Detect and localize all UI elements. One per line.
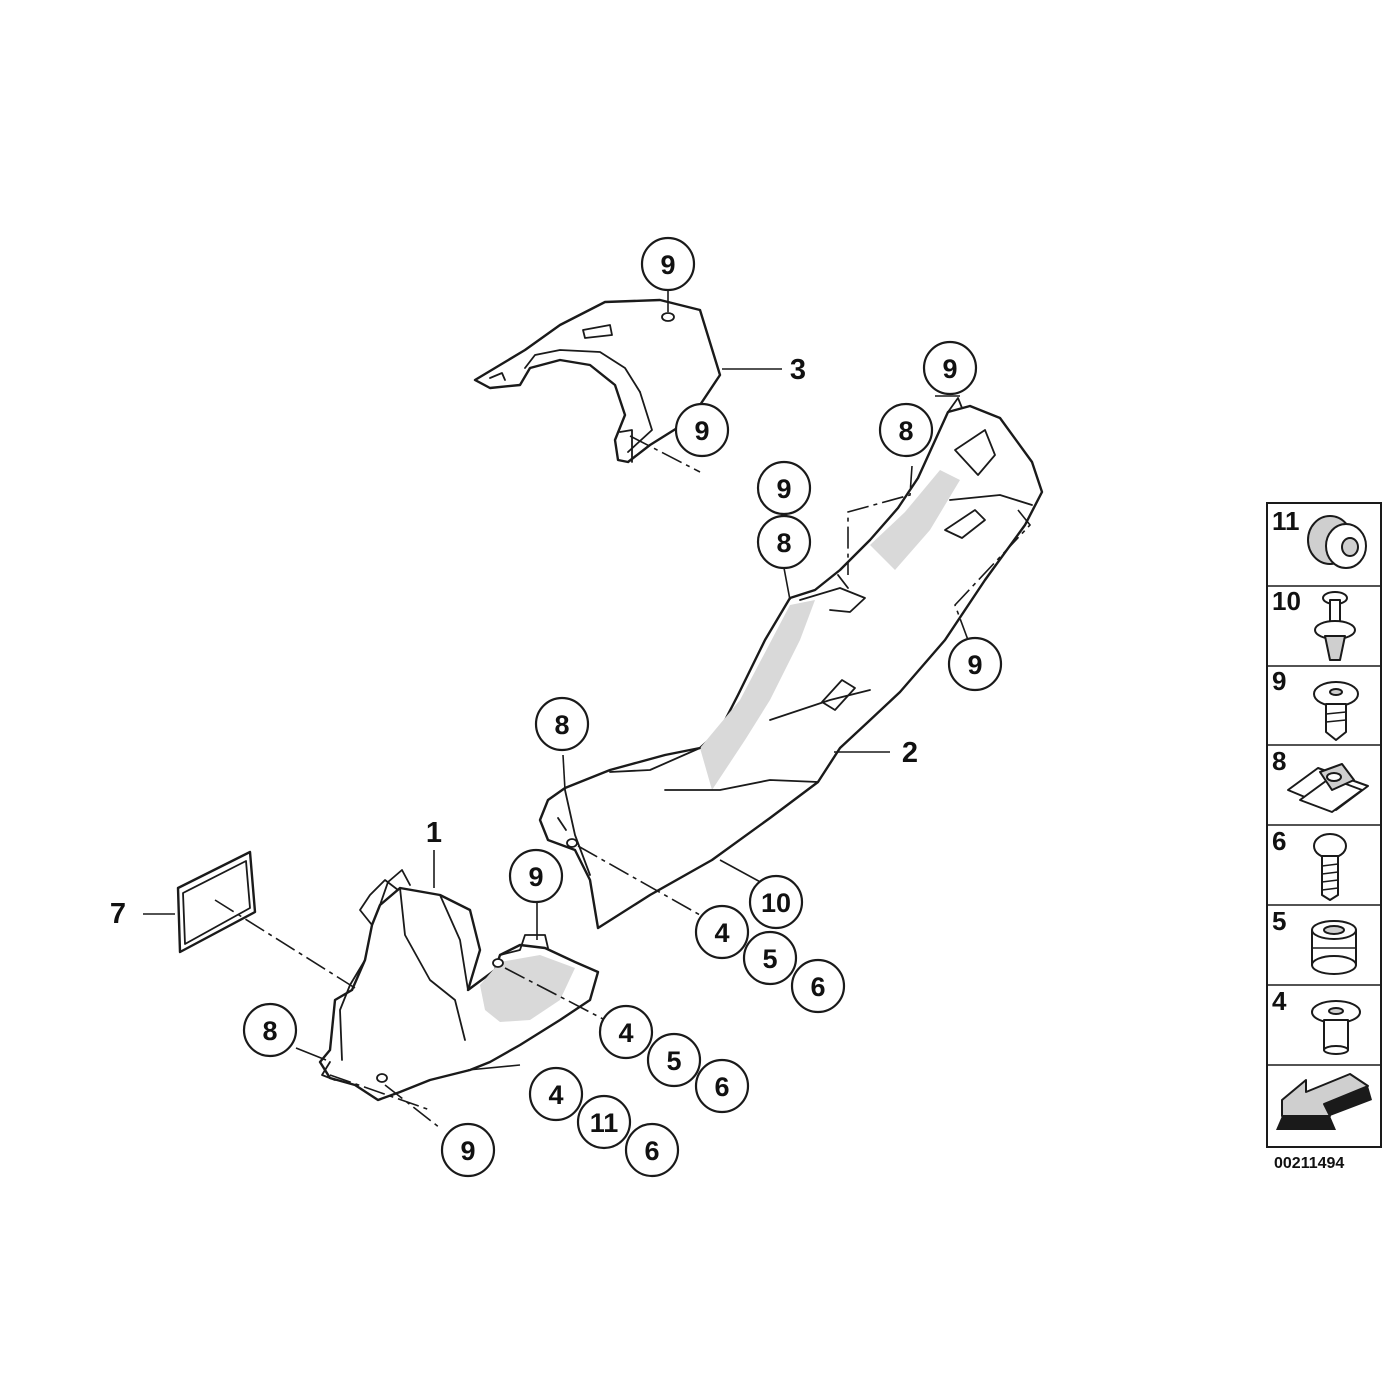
spacer-icon [1311, 1000, 1361, 1055]
bushing-icon [1311, 920, 1357, 975]
grommet-icon [1307, 515, 1367, 569]
svg-text:3: 3 [790, 354, 806, 386]
callout-9-cover-tab[interactable]: 9 [674, 402, 730, 458]
callout-9-panel-right[interactable]: 9 [947, 636, 1003, 692]
callout-1[interactable]: 1 [426, 817, 442, 849]
callout-9-bottom[interactable]: 9 [440, 1122, 496, 1178]
callout-6-lower-group[interactable]: 6 [624, 1122, 680, 1178]
callout-9-panel-top[interactable]: 9 [922, 340, 978, 396]
svg-text:1: 1 [426, 817, 442, 849]
callout-10[interactable]: 10 [748, 874, 804, 930]
svg-text:4: 4 [714, 918, 729, 948]
svg-text:9: 9 [528, 862, 543, 892]
svg-text:9: 9 [942, 354, 957, 384]
legend-item-10: 10 [1272, 586, 1356, 661]
callout-9-lower-tab[interactable]: 9 [508, 848, 564, 904]
callout-4-upper-group[interactable]: 4 [694, 904, 750, 960]
callout-6-upper-group[interactable]: 6 [790, 958, 846, 1014]
svg-text:9: 9 [1272, 666, 1286, 696]
callout-2[interactable]: 2 [902, 737, 918, 769]
svg-text:7: 7 [110, 898, 126, 930]
part-3-upper-cover [473, 298, 722, 464]
svg-text:5: 5 [666, 1046, 681, 1076]
svg-text:8: 8 [554, 710, 569, 740]
direction-arrow-icon [1276, 1073, 1372, 1130]
svg-text:10: 10 [761, 888, 791, 918]
svg-text:5: 5 [1272, 906, 1286, 936]
fastener-legend: 11 10 9 [1266, 502, 1382, 1148]
svg-text:11: 11 [590, 1108, 619, 1138]
part-2-main-panel [538, 397, 1044, 930]
callout-7[interactable]: 7 [110, 898, 126, 930]
svg-text:9: 9 [776, 474, 791, 504]
callout-9-panel-mid[interactable]: 9 [756, 460, 812, 516]
callout-11[interactable]: 11 [576, 1094, 632, 1150]
svg-text:4: 4 [618, 1018, 633, 1048]
svg-text:11: 11 [1272, 506, 1300, 536]
legend-item-5: 5 [1272, 906, 1357, 975]
bolt-icon [1313, 833, 1347, 901]
svg-text:9: 9 [967, 650, 982, 680]
svg-text:2: 2 [902, 737, 918, 769]
callout-8-lower-left[interactable]: 8 [242, 1002, 298, 1058]
svg-text:9: 9 [460, 1136, 475, 1166]
legend-item-8: 8 [1272, 746, 1369, 813]
callout-6-middle-group[interactable]: 6 [694, 1058, 750, 1114]
svg-text:6: 6 [644, 1136, 659, 1166]
svg-text:6: 6 [810, 972, 825, 1002]
legend-item-11: 11 [1272, 506, 1367, 569]
callout-8-panel-left[interactable]: 8 [534, 696, 590, 752]
svg-text:9: 9 [660, 250, 675, 280]
svg-text:4: 4 [548, 1080, 563, 1110]
svg-text:8: 8 [898, 416, 913, 446]
callout-9-top-cover[interactable]: 9 [640, 236, 696, 292]
svg-text:6: 6 [1272, 826, 1286, 856]
screw-icon [1313, 681, 1359, 741]
part-7-pad [176, 850, 257, 954]
leader-lines [143, 290, 1032, 1129]
part-1-lower-panel [318, 869, 600, 1102]
push-rivet-icon [1314, 591, 1356, 661]
legend-item-6: 6 [1272, 826, 1347, 901]
document-code: 00211494 [1274, 1155, 1344, 1172]
svg-text:8: 8 [1272, 746, 1286, 776]
callout-markers: 9 3 9 9 8 9 8 9 8 [110, 236, 1003, 1178]
callout-8-panel-mid[interactable]: 8 [756, 514, 812, 570]
svg-text:10: 10 [1272, 586, 1301, 616]
callout-3[interactable]: 3 [790, 354, 806, 386]
callout-5-upper-group[interactable]: 5 [742, 930, 798, 986]
svg-text:5: 5 [762, 944, 777, 974]
callout-8-panel-top[interactable]: 8 [878, 402, 934, 458]
callout-5-middle-group[interactable]: 5 [646, 1032, 702, 1088]
svg-text:6: 6 [714, 1072, 729, 1102]
clip-nut-icon [1287, 763, 1369, 813]
svg-text:9: 9 [694, 416, 709, 446]
callout-4-middle-group[interactable]: 4 [598, 1004, 654, 1060]
svg-text:8: 8 [262, 1016, 277, 1046]
legend-item-4: 4 [1272, 986, 1361, 1055]
callout-4-lower-group[interactable]: 4 [528, 1066, 584, 1122]
svg-text:4: 4 [1272, 986, 1287, 1016]
svg-text:8: 8 [776, 528, 791, 558]
legend-item-9: 9 [1272, 666, 1359, 741]
